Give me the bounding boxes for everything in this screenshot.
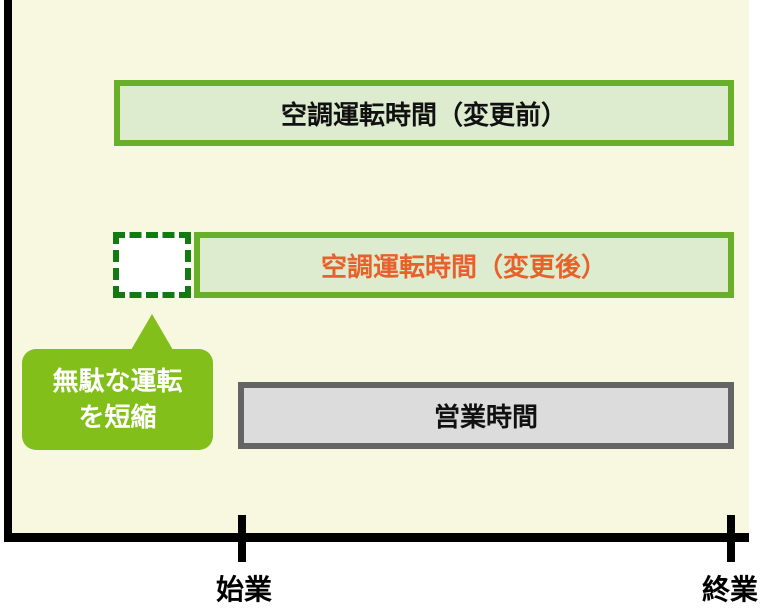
label-start: 始業	[215, 573, 273, 606]
label-end: 終業	[701, 573, 759, 606]
y-axis-line	[4, 0, 12, 542]
time-axis-line	[4, 533, 749, 542]
callout-pointer	[131, 314, 173, 350]
callout-line1: 無駄な運転	[52, 367, 183, 397]
tick-end	[727, 515, 735, 562]
callout-line2: を短縮	[78, 403, 157, 433]
bar-ac-before: 空調運転時間（変更前）	[114, 80, 734, 146]
bar-ac-after: 空調運転時間（変更後）	[194, 232, 734, 298]
bar-business-hours-label: 営業時間	[433, 403, 538, 433]
bar-ac-before-label: 空調運転時間（変更前）	[280, 100, 567, 131]
reduced-time-dotted-box	[113, 232, 191, 298]
bar-ac-after-label: 空調運転時間（変更後）	[320, 252, 607, 283]
tick-start	[238, 515, 246, 562]
bar-business-hours: 営業時間	[238, 382, 734, 449]
callout-reduced-waste: 無駄な運転 を短縮	[22, 349, 213, 450]
